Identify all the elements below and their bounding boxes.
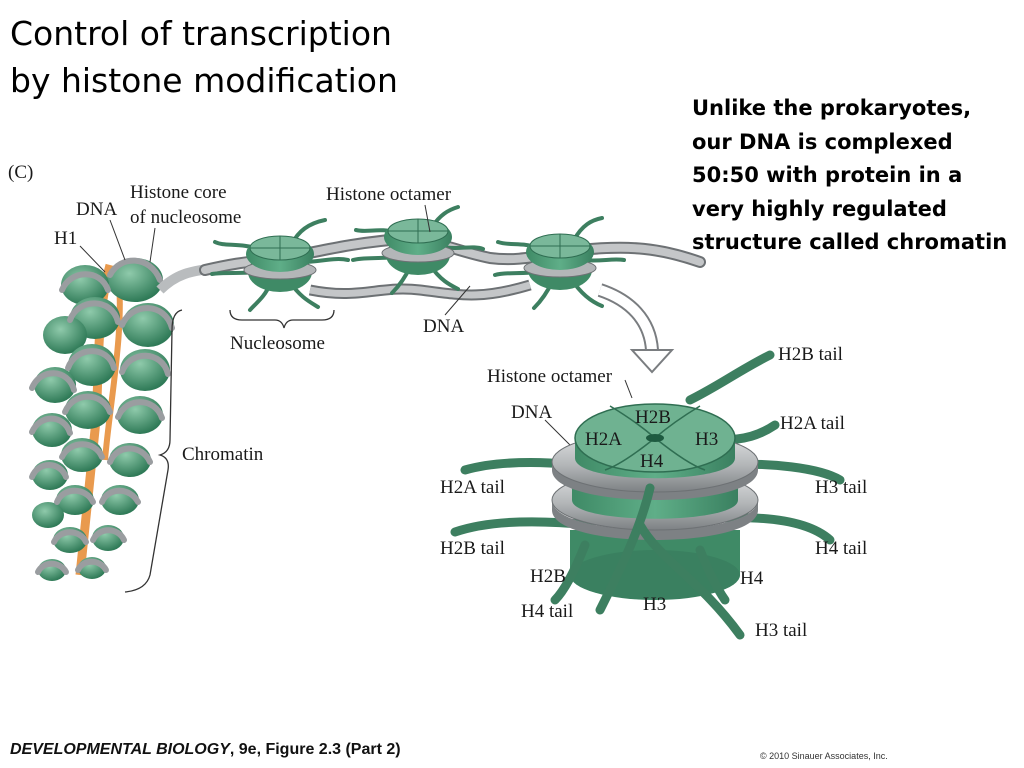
panel-label: (C) bbox=[8, 162, 33, 183]
note-line-3: 50:50 with protein in a bbox=[692, 163, 963, 187]
note-line-5: structure called chromatin bbox=[692, 230, 1008, 254]
label-dna-top: DNA bbox=[76, 199, 117, 220]
slide-note: Unlike the prokaryotes, our DNA is compl… bbox=[692, 92, 1022, 260]
figure-caption: DEVELOPMENTAL BIOLOGY, 9e, Figure 2.3 (P… bbox=[10, 741, 401, 759]
label-histone-octamer-top: Histone octamer bbox=[326, 184, 452, 205]
note-line-1: Unlike the prokaryotes, bbox=[692, 96, 972, 120]
label-h3-center: H3 bbox=[695, 429, 718, 450]
title-line-1: Control of transcription bbox=[10, 14, 392, 53]
label-h2a-tail-right: H2A tail bbox=[780, 413, 845, 434]
label-h2b-tail-left: H2B tail bbox=[440, 538, 505, 559]
label-h3-lower: H3 bbox=[643, 594, 666, 615]
title-line-2: by histone modification bbox=[10, 61, 398, 100]
zoom-arrow bbox=[597, 283, 675, 374]
label-h4-tail-right: H4 tail bbox=[815, 538, 867, 559]
chromatin-bracket bbox=[124, 309, 183, 593]
caption-book: DEVELOPMENTAL BIOLOGY bbox=[10, 741, 230, 758]
small-nucleosome-3 bbox=[493, 216, 626, 310]
small-nucleosome-1 bbox=[210, 218, 350, 312]
nucleosome-bracket bbox=[229, 309, 335, 329]
nucleosome-detail bbox=[450, 350, 845, 640]
label-h3-tail-right: H3 tail bbox=[815, 477, 867, 498]
label-h4-lower: H4 bbox=[740, 568, 764, 589]
label-h4-tail-bottom: H4 tail bbox=[521, 601, 573, 622]
label-h1: H1 bbox=[54, 228, 77, 249]
label-h3-tail-bottom: H3 tail bbox=[755, 620, 807, 641]
label-h2b-lower: H2B bbox=[530, 566, 566, 587]
note-line-2: our DNA is complexed bbox=[692, 129, 953, 154]
label-h4-center: H4 bbox=[640, 451, 664, 472]
label-nucleosome: Nucleosome bbox=[230, 333, 325, 354]
label-histone-core-2: of nucleosome bbox=[130, 207, 241, 228]
label-histone-core-1: Histone core bbox=[130, 182, 227, 203]
small-nucleosome-2 bbox=[351, 205, 485, 295]
chromatin-fiber bbox=[29, 257, 221, 581]
label-h2b-tail-top: H2B tail bbox=[778, 344, 843, 365]
label-h2a-center: H2A bbox=[585, 429, 622, 450]
label-chromatin: Chromatin bbox=[182, 444, 264, 465]
slide-title: Control of transcription by histone modi… bbox=[10, 10, 398, 104]
label-histone-octamer-detail: Histone octamer bbox=[487, 366, 613, 387]
label-h2b-center: H2B bbox=[635, 407, 671, 428]
label-dna-mid: DNA bbox=[423, 316, 464, 337]
label-h2a-tail-left: H2A tail bbox=[440, 477, 505, 498]
label-dna-detail: DNA bbox=[511, 402, 552, 423]
caption-figure-ref: , 9e, Figure 2.3 (Part 2) bbox=[229, 741, 401, 758]
copyright-notice: © 2010 Sinauer Associates, Inc. bbox=[760, 751, 888, 761]
note-line-4: very highly regulated bbox=[692, 196, 947, 221]
